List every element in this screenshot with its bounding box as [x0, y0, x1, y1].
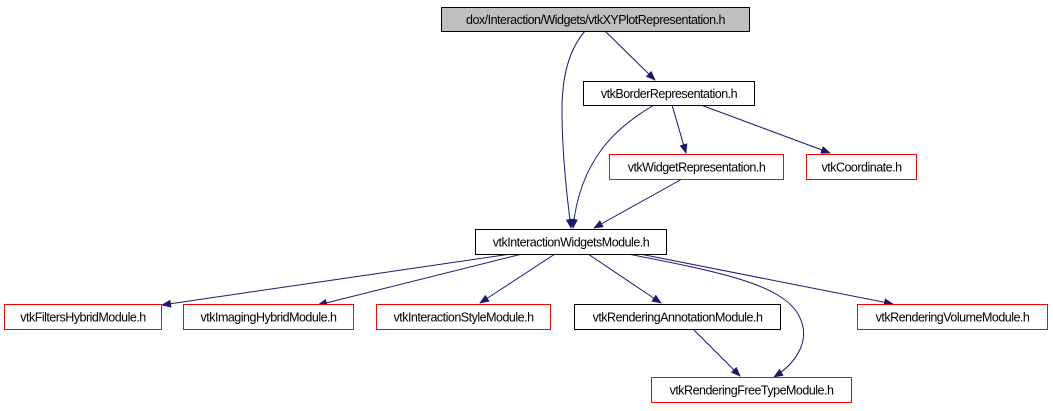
edge-interactionwidgets-to-renderingannotation	[587, 253, 662, 304]
edge-interactionwidgets-to-interactionstyle	[479, 253, 556, 304]
node-label-border: vtkBorderRepresentation.h	[601, 87, 738, 101]
node-renderingfreetype[interactable]: vtkRenderingFreeTypeModule.h	[651, 377, 852, 403]
node-box-border	[583, 81, 755, 106]
node-interactionwidgets[interactable]: vtkInteractionWidgetsModule.h	[475, 229, 667, 255]
edge-border-to-coordinate	[700, 104, 831, 154]
node-label-imaginghybrid: vtkImagingHybridModule.h	[201, 311, 338, 325]
edge-xyplot-to-border	[604, 30, 656, 81]
node-xyplot[interactable]: dox/Interaction/Widgets/vtkXYPlotReprese…	[441, 7, 750, 32]
node-coordinate[interactable]: vtkCoordinate.h	[806, 154, 917, 180]
node-filtershybrid[interactable]: vtkFiltersHybridModule.h	[4, 304, 162, 330]
edges-layer	[161, 30, 894, 378]
node-interactionstyle[interactable]: vtkInteractionStyleModule.h	[376, 304, 551, 330]
edge-widgetrep-to-interactionwidgets	[593, 178, 683, 229]
nodes-layer: dox/Interaction/Widgets/vtkXYPlotReprese…	[4, 7, 1048, 403]
node-label-xyplot: dox/Interaction/Widgets/vtkXYPlotReprese…	[466, 13, 726, 27]
edge-interactionwidgets-to-imaginghybrid	[317, 253, 523, 307]
node-box-imaginghybrid	[183, 304, 354, 330]
node-box-filtershybrid	[4, 304, 162, 330]
edge-renderingannotation-to-renderingfreetype	[692, 328, 741, 377]
node-widgetrep[interactable]: vtkWidgetRepresentation.h	[609, 154, 784, 180]
node-label-renderingfreetype: vtkRenderingFreeTypeModule.h	[670, 384, 834, 398]
node-border[interactable]: vtkBorderRepresentation.h	[583, 81, 755, 106]
edge-xyplot-to-interactionwidgets	[561, 30, 586, 229]
edge-interactionwidgets-to-renderingvolume	[639, 253, 894, 307]
node-label-widgetrep: vtkWidgetRepresentation.h	[628, 161, 766, 175]
node-box-interactionwidgets	[475, 229, 667, 255]
node-box-widgetrep	[609, 154, 784, 180]
node-label-coordinate: vtkCoordinate.h	[821, 161, 902, 175]
node-label-interactionstyle: vtkInteractionStyleModule.h	[393, 311, 534, 325]
edge-interactionwidgets-to-renderingfreetype	[627, 253, 805, 378]
node-label-renderingvolume: vtkRenderingVolumeModule.h	[876, 311, 1030, 325]
node-label-interactionwidgets: vtkInteractionWidgetsModule.h	[493, 236, 650, 250]
edge-interactionwidgets-to-filtershybrid	[161, 253, 512, 308]
edge-border-to-widgetrep	[671, 104, 688, 154]
node-label-filtershybrid: vtkFiltersHybridModule.h	[20, 311, 146, 325]
node-imaginghybrid[interactable]: vtkImagingHybridModule.h	[183, 304, 354, 330]
node-box-xyplot	[441, 7, 750, 32]
node-box-renderingannotation	[574, 304, 781, 330]
node-label-renderingannotation: vtkRenderingAnnotationModule.h	[593, 311, 763, 325]
node-renderingannotation[interactable]: vtkRenderingAnnotationModule.h	[574, 304, 781, 330]
node-box-interactionstyle	[376, 304, 551, 330]
node-box-renderingfreetype	[651, 377, 852, 403]
node-box-renderingvolume	[857, 304, 1048, 330]
node-box-coordinate	[806, 154, 917, 180]
edge-border-to-interactionwidgets	[569, 104, 655, 229]
node-renderingvolume[interactable]: vtkRenderingVolumeModule.h	[857, 304, 1048, 330]
